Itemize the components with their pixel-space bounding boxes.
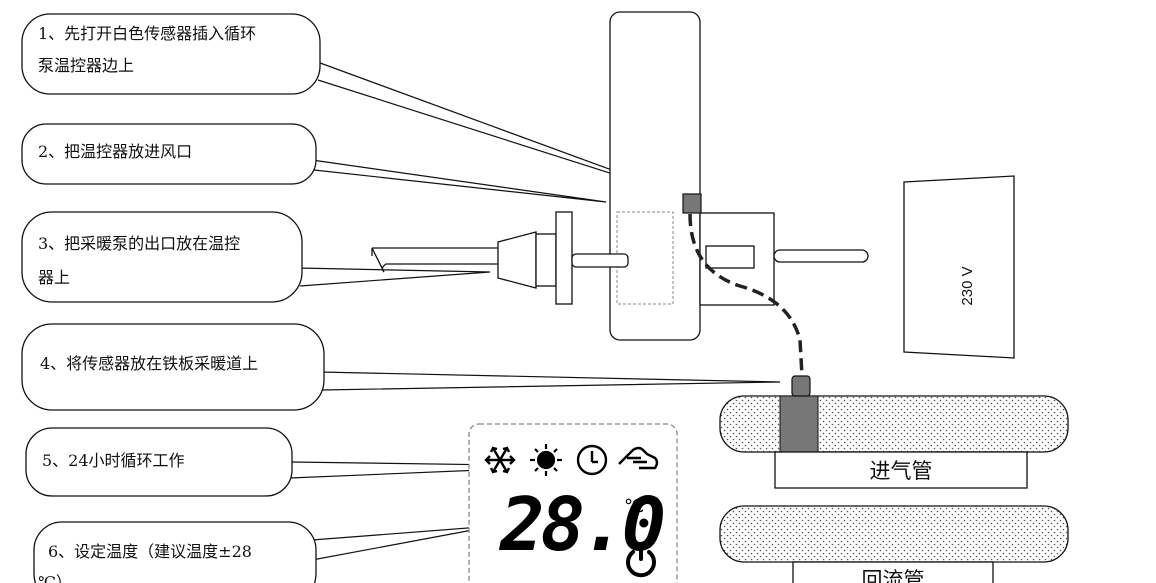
sensor-clamp-band xyxy=(779,395,819,453)
temperature-readout: 28.0 xyxy=(498,482,664,568)
pump-outlet-fitting xyxy=(497,211,629,305)
leader-step2 xyxy=(311,159,607,203)
inlet-pipe-label-box xyxy=(774,451,1028,489)
temperature-unit: ℃ xyxy=(624,496,644,517)
callout-step6-line2: ℃） xyxy=(38,573,72,583)
callout-step2-line1: 2、把温控器放进风口 xyxy=(38,142,192,161)
callout-step6-line1: 6、设定温度（建议温度±28 xyxy=(48,542,252,561)
power-supply-box xyxy=(903,175,1015,359)
hand-icon xyxy=(618,446,659,470)
leader-step6 xyxy=(311,525,495,561)
thermostat-panel xyxy=(609,11,701,341)
callout-bubble-step5 xyxy=(25,427,293,497)
callout-texts: 1、先打开白色传感器插入循环 泵温控器边上 2、把温控器放进风口 3、把采暖泵的… xyxy=(38,24,258,583)
clock-icon xyxy=(576,444,608,476)
callout-bubbles xyxy=(21,13,325,583)
return-pipe-label: 回流管 xyxy=(862,568,925,583)
sensor-head-top xyxy=(682,193,702,214)
inlet-pipe-label: 进气管 xyxy=(870,459,933,483)
return-pipe-label-box xyxy=(792,561,994,583)
pump-outlet-rod xyxy=(371,247,501,273)
return-pipe xyxy=(719,505,1069,563)
right-bracket xyxy=(699,212,869,306)
sensor-cable xyxy=(688,213,804,377)
callout-bubble-step3 xyxy=(21,211,303,303)
sensor-head-pipe xyxy=(791,375,811,397)
voltage-label: 230 V xyxy=(959,266,976,305)
callout-bubble-step1 xyxy=(21,13,321,95)
callout-step3-line2: 器上 xyxy=(38,268,70,287)
callout-step1-line1: 1、先打开白色传感器插入循环 xyxy=(38,24,256,43)
thermostat-display xyxy=(468,423,678,583)
callout-step1-line2: 泵温控器边上 xyxy=(38,56,134,75)
leader-step4 xyxy=(319,371,781,391)
leader-step3 xyxy=(297,267,491,287)
sun-icon xyxy=(530,444,562,476)
snowflake-icon xyxy=(484,446,516,474)
callout-step4-line1: 4、将传感器放在铁板采暖道上 xyxy=(40,354,258,373)
callout-step3-line1: 3、把采暖泵的出口放在温控 xyxy=(38,234,240,253)
power-icon xyxy=(626,542,656,578)
callout-bubble-step6 xyxy=(33,521,317,583)
callout-bubble-step2 xyxy=(21,123,317,185)
inlet-pipe xyxy=(719,395,1069,453)
callout-bubble-step4 xyxy=(21,323,325,411)
callout-step5-line1: 5、24小时循环工作 xyxy=(42,451,185,470)
